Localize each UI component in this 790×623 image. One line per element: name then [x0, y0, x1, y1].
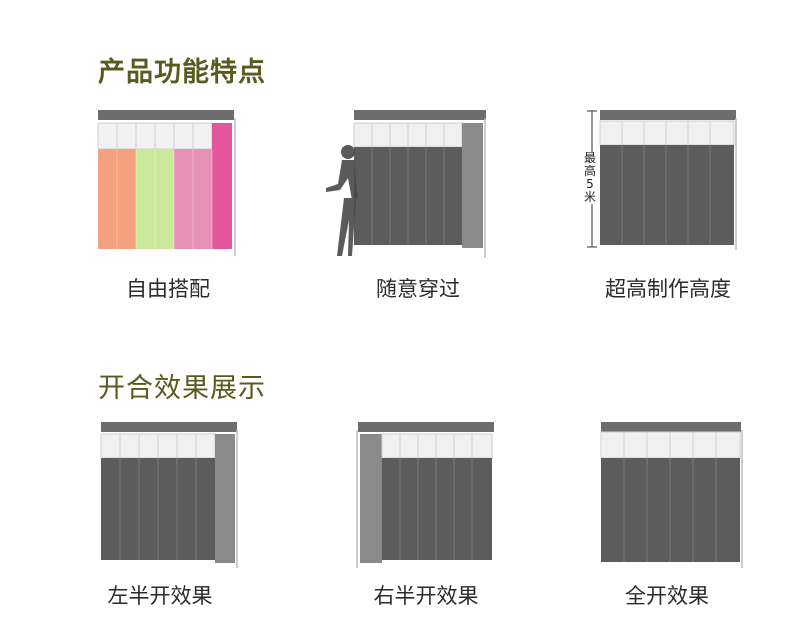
curtain-rail — [98, 110, 234, 120]
fully-open-curtain-icon — [600, 422, 743, 568]
curtain-rail — [600, 110, 736, 120]
person-silhouette — [326, 145, 358, 256]
curtain-rail — [601, 422, 741, 432]
height-label: 最高5米 — [583, 151, 597, 204]
left-half-open-curtain-icon — [100, 422, 238, 568]
demo-caption-right-half: 右半开效果 — [373, 584, 479, 608]
right-half-open-curtain-icon — [356, 422, 494, 568]
curtain-panels — [97, 122, 232, 249]
colorful-curtain-icon — [97, 110, 236, 256]
curtain-rail — [101, 422, 237, 432]
person-walking-through-curtain-icon — [326, 110, 486, 258]
feature-caption-tall-height: 超高制作高度 — [605, 277, 731, 301]
feature-caption-free-match: 自由搭配 — [126, 277, 210, 301]
features-section-title: 产品功能特点 — [98, 57, 266, 88]
curtain-rail — [358, 422, 494, 432]
demo-section-title: 开合效果展示 — [98, 373, 266, 404]
feature-caption-walk-through: 随意穿过 — [376, 277, 460, 301]
curtain-rail — [354, 110, 486, 120]
demo-caption-left-half: 左半开效果 — [107, 584, 213, 608]
demo-caption-full-open: 全开效果 — [625, 584, 709, 608]
tall-curtain-height-icon — [587, 110, 737, 250]
